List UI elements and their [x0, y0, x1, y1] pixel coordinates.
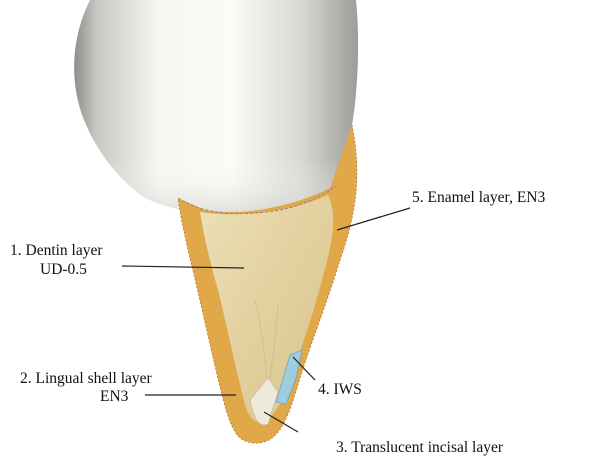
- label-lingual-line2: EN3: [100, 388, 129, 405]
- crown-shading: [74, 0, 358, 213]
- tooth-crown: [74, 0, 358, 213]
- label-dentin-line2: UD-0.5: [40, 261, 87, 278]
- label-dentin-line1: 1. Dentin layer: [10, 242, 103, 259]
- label-enamel: 5. Enamel layer, EN3: [412, 189, 545, 206]
- label-iws: 4. IWS: [318, 381, 362, 398]
- label-lingual-line1: 2. Lingual shell layer: [20, 370, 153, 387]
- label-translucent: 3. Translucent incisal layer: [336, 439, 504, 456]
